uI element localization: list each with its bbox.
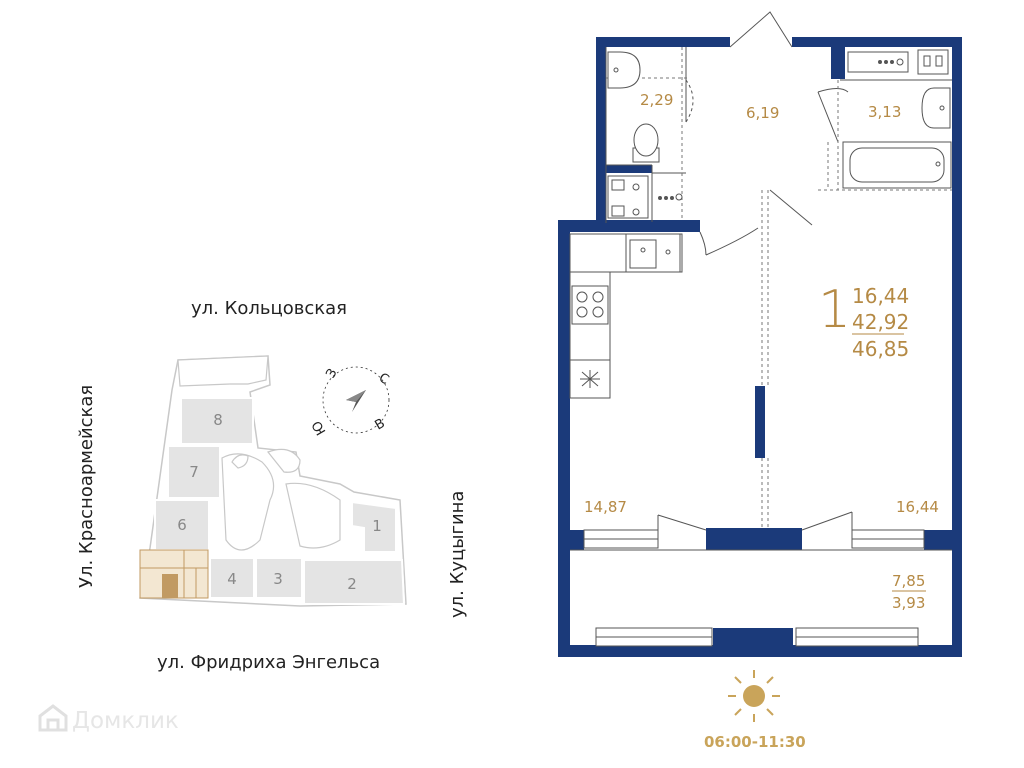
- section-label: 8: [213, 411, 223, 429]
- section-2-block[interactable]: [303, 559, 406, 605]
- courtyard-path: [285, 482, 341, 549]
- watermark-logo: Домклик: [72, 708, 179, 734]
- section-1-block[interactable]: [351, 500, 397, 553]
- compass-n: С: [376, 370, 391, 388]
- total-area: 42,92: [852, 310, 910, 334]
- area-balcony-reduced: 3,93: [892, 594, 926, 612]
- street-east: ул. Куцыгина: [447, 490, 468, 618]
- site-road: [177, 355, 269, 387]
- basin-icon: [921, 87, 951, 129]
- compass-w: З: [323, 366, 340, 381]
- section-label: 3: [273, 570, 283, 588]
- compass-s: Ю: [309, 418, 329, 438]
- house-logo-icon: [38, 704, 68, 732]
- section-3-block[interactable]: [255, 557, 303, 599]
- section-4-block[interactable]: [209, 557, 255, 599]
- insolation-time: 06:00-11:30: [704, 733, 806, 751]
- street-west: Ул. Красноармейская: [76, 384, 97, 588]
- interior-lines: [570, 11, 952, 551]
- compass-e: В: [373, 416, 388, 433]
- area-bathroom-large: 3,13: [868, 103, 902, 121]
- courtyard-path: [267, 448, 301, 473]
- section-8-block[interactable]: [180, 397, 254, 445]
- total-area-with-balcony: 46,85: [852, 337, 910, 361]
- section-7-block[interactable]: [167, 445, 221, 499]
- area-kitchen-living: 14,87: [584, 498, 627, 516]
- sink-icon: [607, 51, 641, 89]
- rooms-count: 1: [818, 280, 852, 340]
- compass: З С Ю В: [309, 366, 391, 437]
- area-bedroom: 16,44: [896, 498, 939, 516]
- fixtures: [569, 49, 952, 399]
- floorplan: [558, 11, 962, 722]
- area-hall: 6,19: [746, 104, 780, 122]
- area-bathroom-small: 2,29: [640, 91, 674, 109]
- section-label: 1: [372, 517, 382, 535]
- street-north: ул. Кольцовская: [191, 298, 348, 319]
- section-label: 7: [189, 463, 199, 481]
- section-6-block[interactable]: [154, 499, 210, 551]
- living-area: 16,44: [852, 284, 910, 308]
- windows: [583, 529, 925, 647]
- street-south: ул. Фридриха Энгельса: [157, 652, 381, 673]
- courtyard-path: [231, 454, 249, 469]
- sun-icon: [728, 670, 780, 722]
- fan-icon: [580, 370, 600, 388]
- section-label: 2: [347, 575, 357, 593]
- section-label: 4: [227, 570, 237, 588]
- area-balcony-full: 7,85: [892, 572, 926, 590]
- selected-apartment: [162, 574, 178, 598]
- stove-icon: [571, 285, 609, 325]
- walls: [558, 37, 962, 657]
- section-label: 6: [177, 516, 187, 534]
